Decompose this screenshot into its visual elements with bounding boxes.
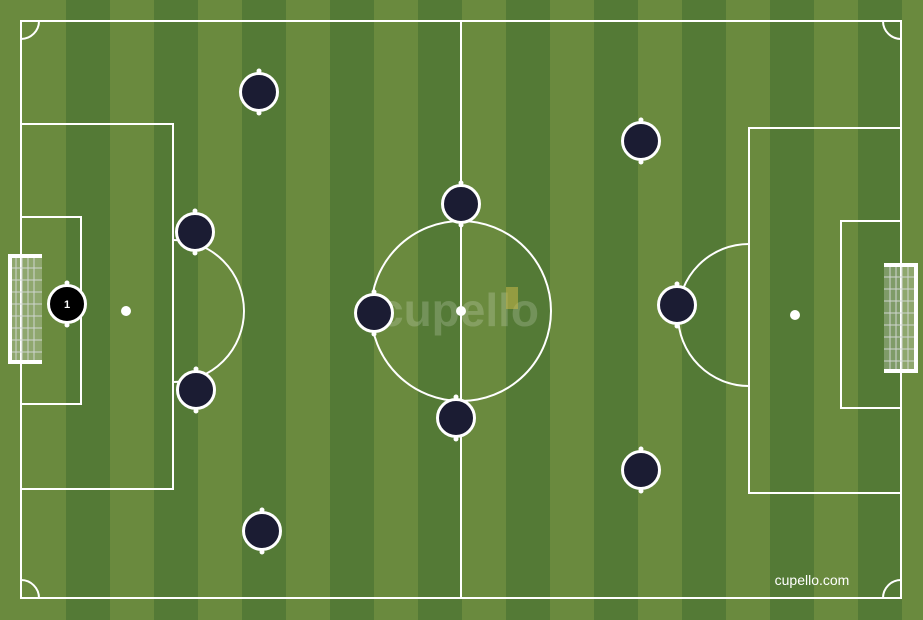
player-marker-right-centre-forward[interactable] (657, 281, 697, 329)
left-penalty-spot (121, 306, 131, 316)
centre-spot (456, 306, 466, 316)
corner-arc-bottom-right (882, 579, 902, 599)
goal-net-fill (884, 265, 916, 371)
player-marker-left-top-centre-back[interactable] (175, 208, 215, 256)
grass-stripe (858, 0, 902, 620)
goal-frame (884, 263, 918, 373)
watermark-accent (506, 287, 518, 309)
grass-stripe (418, 0, 462, 620)
player-disc[interactable] (657, 285, 697, 325)
player-disc[interactable] (441, 184, 481, 224)
grass-stripe (594, 0, 638, 620)
corner-arc-bottom-left (20, 579, 40, 599)
player-disc[interactable] (47, 284, 87, 324)
player-disc[interactable] (621, 450, 661, 490)
player-number: 1 (64, 299, 70, 311)
player-disc[interactable] (354, 293, 394, 333)
player-marker-midfield-top[interactable] (441, 180, 481, 228)
player-disc[interactable] (242, 511, 282, 551)
player-marker-left-top-wide[interactable] (239, 68, 279, 116)
goal-net-icon (8, 254, 42, 364)
player-disc[interactable] (436, 398, 476, 438)
players: 1 (47, 68, 697, 555)
player-disc[interactable] (621, 121, 661, 161)
corner-arc-top-right (882, 20, 902, 40)
player-disc[interactable] (239, 72, 279, 112)
goal-net-fill (10, 256, 42, 362)
player-disc[interactable] (175, 212, 215, 252)
grass-stripe (154, 0, 198, 620)
grass-stripe (770, 0, 814, 620)
right-goal-area (840, 220, 902, 409)
goal-net-icon (884, 263, 918, 373)
grass-stripe (506, 0, 550, 620)
player-marker-goalkeeper[interactable]: 1 (47, 280, 87, 328)
goal-frame (8, 254, 42, 364)
credit-text: cupello.com (775, 572, 850, 588)
player-marker-midfield-centre[interactable] (354, 289, 394, 337)
player-marker-right-bottom-forward[interactable] (621, 446, 661, 494)
right-penalty-spot (790, 310, 800, 320)
player-marker-left-bottom-wide[interactable] (242, 507, 282, 555)
player-marker-right-top-forward[interactable] (621, 117, 661, 165)
player-marker-midfield-bottom[interactable] (436, 394, 476, 442)
corner-arc-top-left (20, 20, 40, 40)
player-disc[interactable] (176, 370, 216, 410)
player-marker-left-bottom-centre-back[interactable] (176, 366, 216, 414)
